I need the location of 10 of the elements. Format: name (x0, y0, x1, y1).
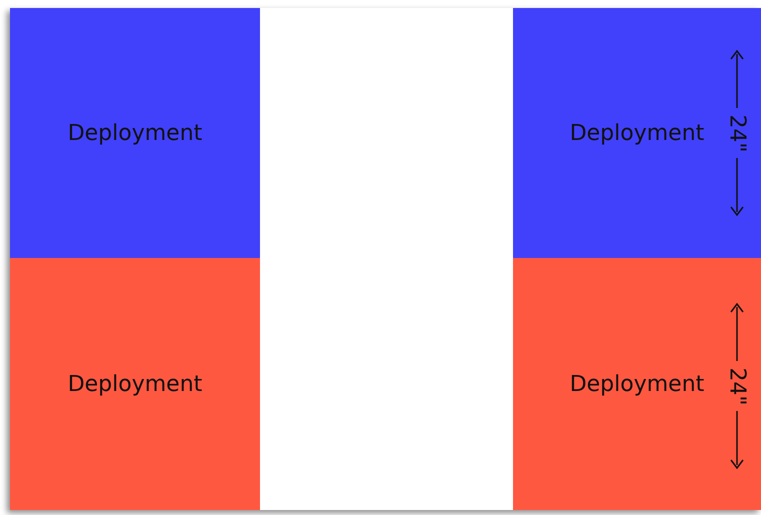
dimension-label: 24" (724, 114, 750, 152)
deployment-zone (10, 258, 260, 510)
zone-label: Deployment (68, 372, 202, 396)
deployment-zone (10, 8, 260, 258)
zone-label: Deployment (570, 120, 704, 146)
deployment-zone (513, 8, 761, 258)
zone-label: Deployment (570, 372, 704, 396)
zone-label: Deployment (68, 120, 202, 146)
deployment-zone (513, 258, 761, 510)
dimension-label: 24" (724, 366, 750, 406)
